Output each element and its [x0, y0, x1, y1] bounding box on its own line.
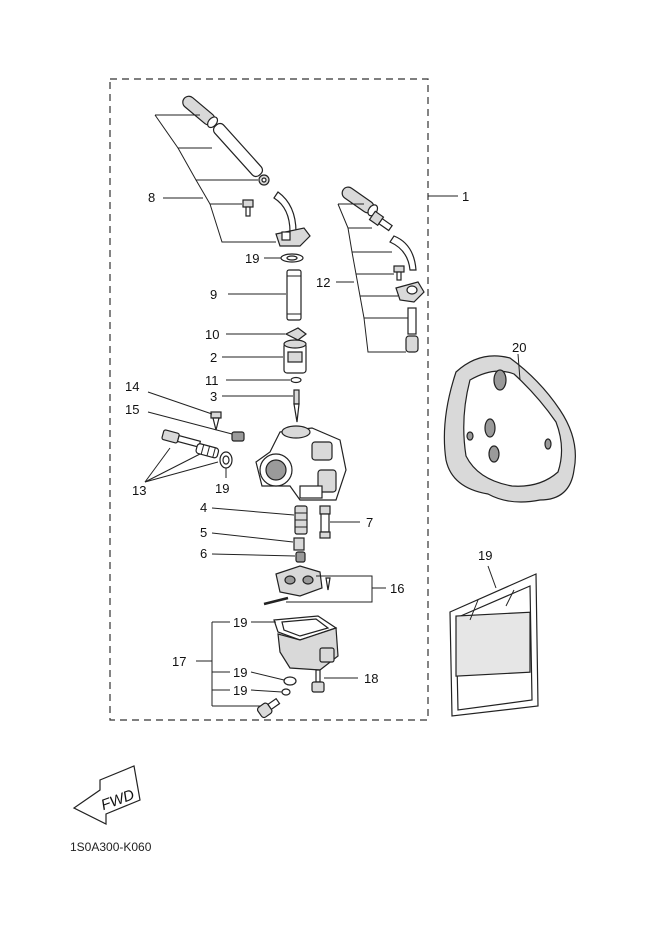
small-nut-part — [258, 174, 270, 186]
grip-tube-part — [182, 95, 219, 129]
right-sleeve-part — [405, 307, 419, 353]
callout-5: 5 — [200, 525, 294, 543]
jet-holder-part — [293, 537, 305, 551]
callout-19-starter: 19 — [215, 468, 229, 496]
svg-text:6: 6 — [200, 546, 207, 561]
svg-text:19: 19 — [233, 683, 247, 698]
right-bracket-part — [395, 281, 425, 303]
callout-14: 14 — [125, 379, 213, 415]
callout-1: 1 — [428, 189, 469, 204]
callout-18: 18 — [324, 671, 378, 686]
spring-part — [286, 269, 302, 321]
svg-text:12: 12 — [316, 275, 330, 290]
retainer-part — [284, 327, 307, 341]
callout-19-top: 19 — [245, 251, 281, 266]
svg-text:10: 10 — [205, 327, 219, 342]
callout-10: 10 — [205, 327, 285, 342]
callout-17: 17 — [172, 621, 260, 707]
svg-text:19: 19 — [215, 481, 229, 496]
callout-12: 12 — [316, 275, 330, 290]
float-needle-part — [325, 577, 331, 591]
oring-part — [283, 676, 297, 686]
needle-jet-part — [319, 505, 331, 539]
svg-text:19: 19 — [478, 548, 492, 563]
svg-text:14: 14 — [125, 379, 139, 394]
float-pin-part — [263, 596, 289, 606]
drain-screw-part — [256, 697, 281, 719]
callout-8: 8 — [148, 190, 155, 205]
svg-text:11: 11 — [205, 373, 219, 388]
carburetor-body-part — [255, 425, 347, 501]
svg-text:13: 13 — [132, 483, 146, 498]
main-jet-part — [294, 505, 308, 535]
callout-11: 11 — [205, 373, 290, 388]
svg-text:4: 4 — [200, 500, 207, 515]
callout-7: 7 — [330, 515, 373, 530]
svg-text:8: 8 — [148, 190, 155, 205]
svg-text:15: 15 — [125, 402, 139, 417]
starter-plunger-part — [161, 429, 202, 448]
svg-text:17: 17 — [172, 654, 186, 669]
right-bent-pipe-part — [389, 235, 417, 271]
svg-text:9: 9 — [210, 287, 217, 302]
long-tube-part — [212, 122, 264, 178]
clip-part — [290, 376, 302, 384]
callout-19-gasket: 19 — [233, 615, 276, 630]
callout-13: 13 — [132, 447, 219, 498]
svg-text:5: 5 — [200, 525, 207, 540]
needle-part — [293, 389, 300, 423]
float-gasket-part — [273, 615, 338, 641]
starter-spring-part — [195, 443, 220, 459]
callout-4: 4 — [200, 500, 295, 516]
forward-arrow-icon: FWD — [72, 765, 141, 825]
svg-text:7: 7 — [366, 515, 373, 530]
svg-text:19: 19 — [233, 665, 247, 680]
chamber-screw-part — [311, 669, 325, 693]
svg-text:20: 20 — [512, 340, 526, 355]
callout-16: 16 — [286, 575, 404, 603]
svg-text:19: 19 — [245, 251, 259, 266]
svg-text:1: 1 — [462, 189, 469, 204]
callout-3: 3 — [210, 389, 293, 404]
washer-part-top — [280, 253, 304, 263]
float-part — [275, 565, 323, 597]
callout-2: 2 — [210, 350, 283, 365]
right-bolt-part — [393, 265, 405, 281]
diagram-code: 1S0A300-K060 — [70, 840, 152, 854]
callout-20: 20 — [512, 340, 526, 381]
small-jet-part — [295, 551, 306, 563]
starter-washer-part — [219, 451, 233, 469]
bent-pipe-bracket-part — [273, 191, 311, 247]
pilot-screw-part — [210, 411, 222, 431]
throttle-valve-part — [283, 339, 307, 374]
float-chamber-part — [277, 627, 339, 671]
adjust-screw-part — [231, 431, 245, 442]
washer-part-drain — [281, 688, 291, 696]
callout-6: 6 — [200, 546, 296, 561]
callout-15: 15 — [125, 402, 233, 435]
right-adjuster-part — [368, 210, 393, 232]
callout-19-bag: 19 — [478, 548, 497, 589]
left-cable-group — [154, 95, 311, 247]
callout-19-drain: 19 — [233, 683, 283, 698]
right-cable-group — [336, 186, 425, 353]
svg-text:3: 3 — [210, 389, 217, 404]
cover-part — [443, 355, 576, 503]
bolt-part — [242, 199, 254, 217]
callout-9: 9 — [210, 287, 286, 302]
callout-19-oring: 19 — [233, 665, 285, 681]
svg-text:2: 2 — [210, 350, 217, 365]
right-grip-part — [341, 186, 379, 217]
svg-text:18: 18 — [364, 671, 378, 686]
svg-text:16: 16 — [390, 581, 404, 596]
assembly-frame — [109, 78, 429, 721]
svg-text:19: 19 — [233, 615, 247, 630]
gasket-bag-part — [449, 573, 539, 717]
